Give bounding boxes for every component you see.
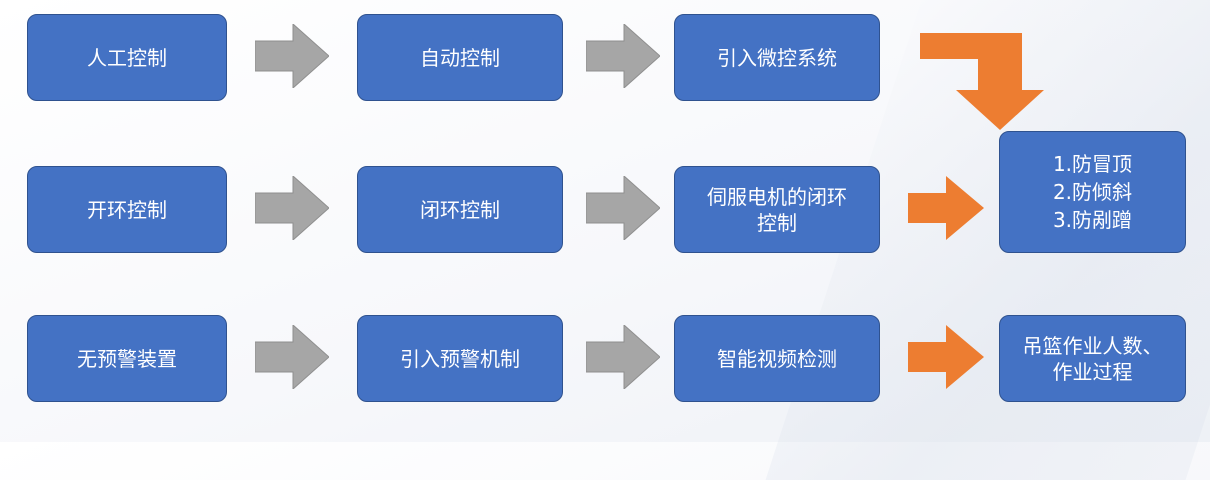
gray-arrow-icon bbox=[586, 24, 660, 88]
gray-arrow-icon bbox=[586, 325, 660, 389]
stage-open-loop-control: 开环控制 bbox=[27, 166, 227, 253]
stage-no-warning-device: 无预警装置 bbox=[27, 315, 227, 402]
gray-arrow-icon bbox=[586, 176, 660, 240]
stage-manual-control: 人工控制 bbox=[27, 14, 227, 101]
stage-microcontrol-system: 引入微控系统 bbox=[674, 14, 880, 101]
outcome-safety-features: 1.防冒顶 2.防倾斜 3.防剐蹭 bbox=[999, 131, 1186, 253]
stage-intelligent-video-detection: 智能视频检测 bbox=[674, 315, 880, 402]
outcome-basket-monitoring: 吊篮作业人数、 作业过程 bbox=[999, 315, 1186, 402]
orange-elbow-arrow-icon bbox=[920, 33, 1044, 130]
orange-arrow-icon bbox=[908, 325, 984, 389]
gray-arrow-icon bbox=[255, 176, 329, 240]
stage-closed-loop-control: 闭环控制 bbox=[357, 166, 563, 253]
stage-automatic-control: 自动控制 bbox=[357, 14, 563, 101]
orange-arrow-icon bbox=[908, 176, 984, 240]
gray-arrow-icon bbox=[255, 325, 329, 389]
gray-arrow-icon bbox=[255, 24, 329, 88]
stage-servo-closed-loop-control: 伺服电机的闭环 控制 bbox=[674, 166, 880, 253]
stage-warning-mechanism: 引入预警机制 bbox=[357, 315, 563, 402]
